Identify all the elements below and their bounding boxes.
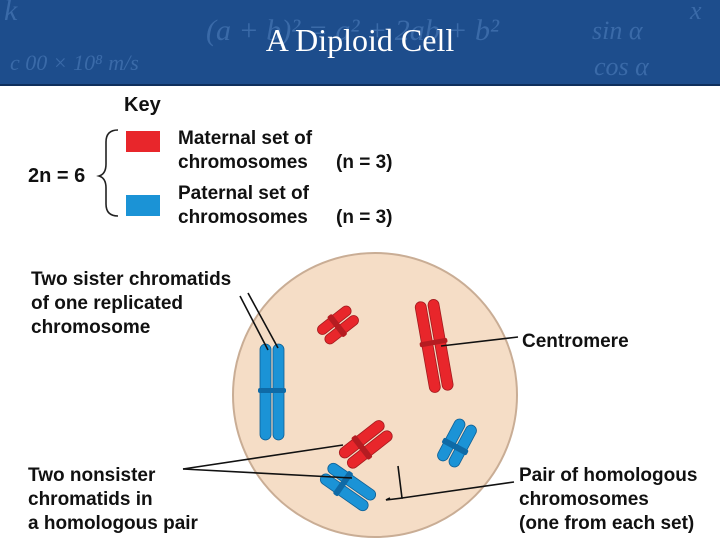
paternal-label-line2: chromosomes bbox=[178, 207, 308, 228]
maternal-label-line1: Maternal set of bbox=[178, 128, 313, 149]
centromere-label: Centromere bbox=[522, 331, 629, 352]
maternal-chromosome-mid bbox=[338, 420, 393, 469]
label-leader-lines bbox=[182, 292, 519, 501]
header-formula: sin α bbox=[592, 16, 643, 45]
slide-header: k (a + b)² = a² + 2ab + b² sin α cos α c… bbox=[0, 0, 720, 86]
header-formula: cos α bbox=[594, 52, 649, 81]
header-formula: c 00 × 10⁸ m/s bbox=[10, 50, 139, 75]
key-heading: Key bbox=[124, 94, 162, 116]
header-formula: k bbox=[4, 0, 18, 27]
paternal-label-line1: Paternal set of bbox=[178, 183, 310, 204]
key-brace bbox=[96, 129, 119, 217]
sister-chromatids-label: Two sister chromatids bbox=[31, 269, 231, 290]
paternal-count: (n = 3) bbox=[336, 207, 392, 228]
page-title: A Diploid Cell bbox=[265, 22, 455, 58]
nonsister-chromatids-label: chromatids in bbox=[28, 489, 153, 510]
header-divider bbox=[0, 84, 720, 86]
maternal-swatch bbox=[126, 131, 160, 152]
paternal-chromosome-long bbox=[258, 343, 286, 441]
nonsister-chromatids-label: Two nonsister bbox=[28, 465, 156, 486]
maternal-chromosome-short bbox=[317, 305, 359, 345]
maternal-label-line2: chromosomes bbox=[178, 152, 308, 173]
ploidy-label: 2n = 6 bbox=[28, 165, 85, 187]
paternal-swatch bbox=[126, 195, 160, 216]
maternal-count: (n = 3) bbox=[336, 152, 392, 173]
header-formula: (a + b)² = a² + 2ab + b² bbox=[206, 14, 499, 47]
cell-body bbox=[232, 252, 518, 538]
nonsister-chromatids-label: a homologous pair bbox=[28, 513, 199, 534]
paternal-chromosome-short bbox=[437, 418, 477, 468]
homologous-pair-label: Pair of homologous bbox=[519, 465, 697, 486]
header-formula: x bbox=[690, 0, 702, 25]
maternal-chromosome-long bbox=[414, 299, 454, 393]
homologous-pair-label: (one from each set) bbox=[519, 513, 694, 534]
sister-chromatids-label: chromosome bbox=[31, 317, 150, 338]
homologous-pair-label: chromosomes bbox=[519, 489, 649, 510]
sister-chromatids-label: of one replicated bbox=[31, 293, 183, 314]
